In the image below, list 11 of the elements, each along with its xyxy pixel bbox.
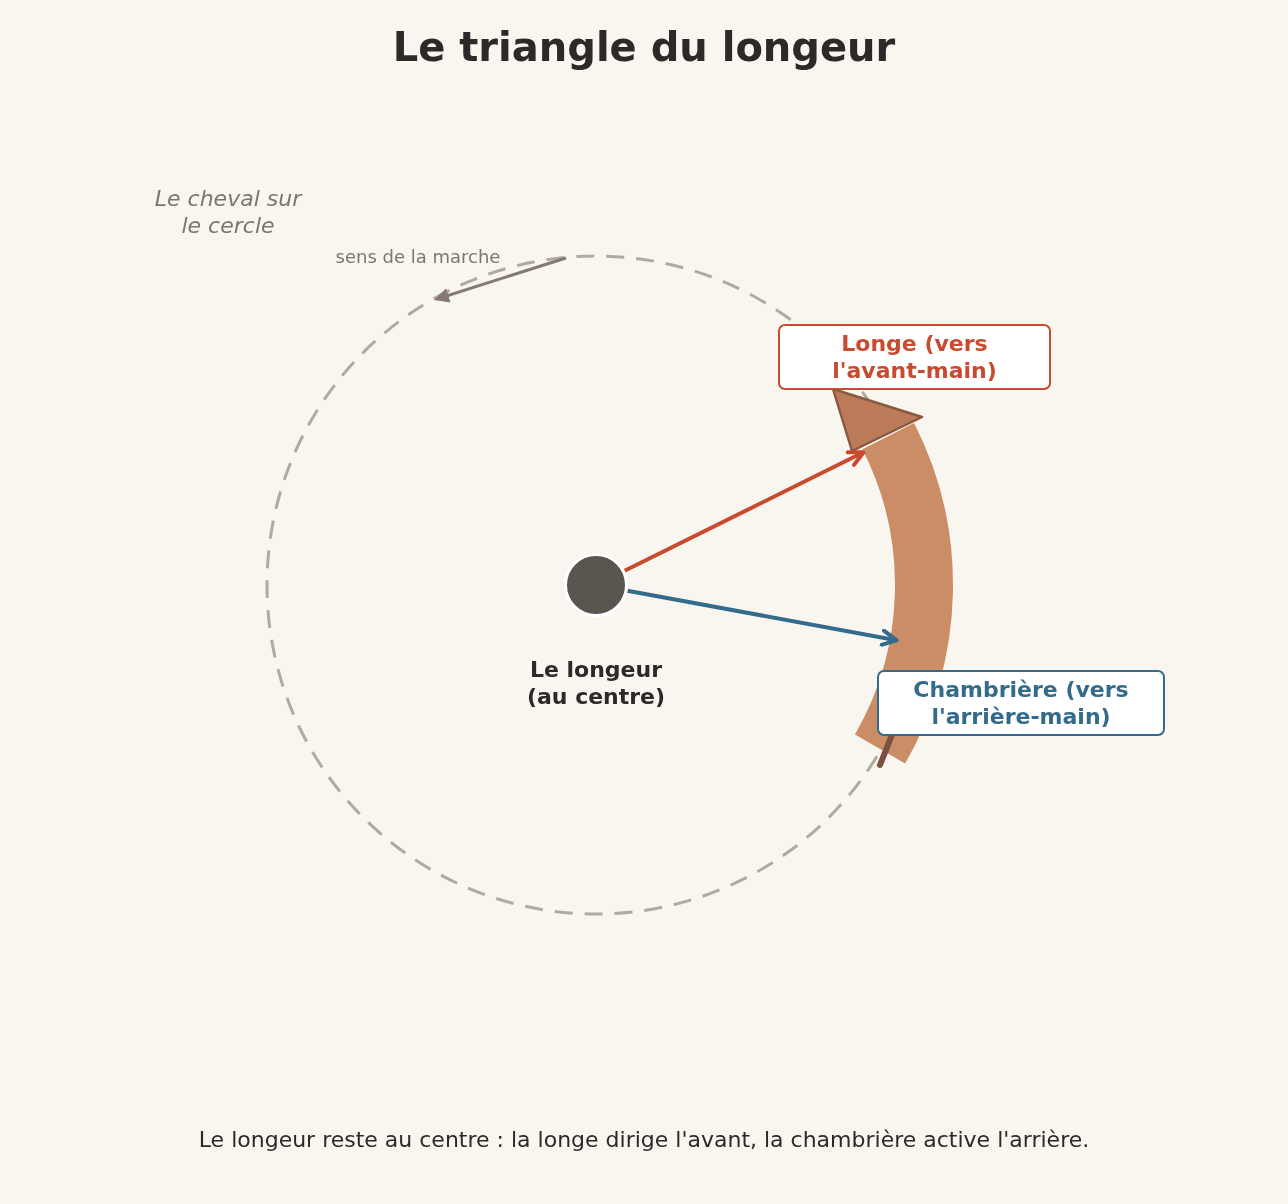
box-label: Longe (vers l'avant-main): [831, 330, 998, 384]
direction-label: sens de la marche: [334, 246, 502, 267]
arrow: [627, 588, 899, 647]
arrow: [623, 450, 866, 573]
diagram-title: Le triangle du longeur: [391, 24, 897, 70]
node-caption: Le longeur (au centre): [525, 656, 667, 710]
box-label: Chambrière (vers l'arrière-main): [912, 676, 1130, 730]
caption: Le longeur reste au centre : la longe dirige l'avant, la chambrière active l'arrière.: [197, 1127, 1091, 1152]
label-box: [877, 670, 1165, 736]
label-box: [778, 324, 1051, 390]
circle-label: Le cheval sur le cercle: [153, 185, 303, 239]
